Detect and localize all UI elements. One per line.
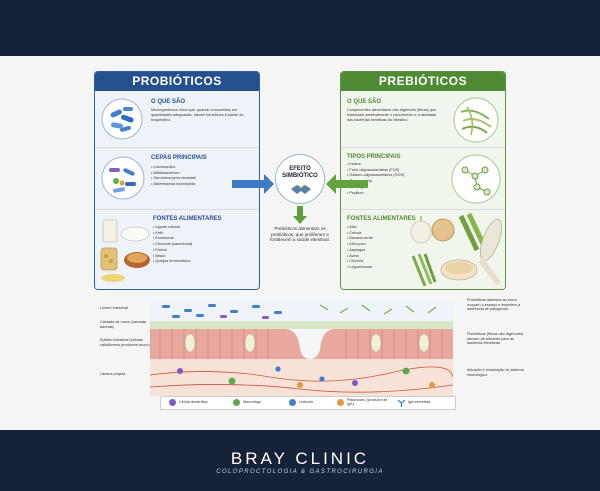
label-probiotics-adhered: Probióticos aderidos ao muco ocupam o es… [467,298,520,312]
handshake-icon [291,184,311,194]
type-item: Psyllium [347,191,404,197]
probiotics-strains-title: CEPAS PRINCIPAIS [151,155,207,161]
probiotics-foods-section: FONTES ALIMENTARES Iogurte natural Kefir… [95,210,259,289]
food-item: Banana verde [347,236,373,242]
symbiotic-title-line1: EFEITO [289,166,311,172]
bacteria-icon [101,98,143,140]
probiotics-what-text: Microrganismos vivos que, quando consumi… [151,108,244,122]
legend-dendritic: Célula dendrítica [179,400,208,404]
prebiotics-foods-list: Alho Cebola Banana verde Alho-poró Aspar… [347,225,373,271]
probiotics-strains-section: CEPAS PRINCIPAIS Lactobacillus Bifidobac… [95,148,259,210]
iga-antibody-icon [397,399,406,407]
food-item: Leguminosas [347,265,373,271]
brand-name: BRAY CLINIC [230,449,370,468]
fermented-foods-icon [100,219,150,282]
food-item: Queijos fermentados [153,259,192,265]
brand-tagline: COLOPROCTOLOGIA & GASTROCIRURGIA [216,469,384,475]
prebiotics-types-section: TIPOS PRINCIPAIS Inulina Fruto-oligossac… [341,148,505,210]
legend-macrophage: Macrófago [243,400,261,404]
type-item: Galacto-oligossacarídeos (GOS) [347,173,404,179]
food-item: Kombucha [153,236,192,242]
symbiotic-effect-description: Prebióticos alimentam os probióticos, qu… [270,226,330,243]
fiber-icon [453,97,499,143]
intestinal-wall-diagram [150,301,453,396]
probiotics-foods-list: Iogurte natural Kefir Kombucha Chucrute … [153,225,192,265]
prebiotics-panel: PREBIÓTICOS O QUE SÃO Componentes alimen… [340,71,506,290]
label-prebiotics-food: Prebióticos (fibras não digeríveis) serv… [467,332,524,346]
down-arrow-icon [293,206,307,224]
food-item: Aveia [347,254,373,260]
legend: Célula dendrítica Macrófago Linfócito Pl… [160,396,456,410]
symbiotic-effect-circle: EFEITO SIMBIÓTICO [275,154,325,204]
prebiotic-foods-icon [410,212,503,287]
probiotics-what-section: O QUE SÃO Microrganismos vivos que, quan… [95,91,259,148]
symbiotic-effect-title: EFEITO SIMBIÓTICO [276,166,324,180]
food-item: Aspargos [347,248,373,254]
label-lamina: Lâmina própria [100,372,126,376]
type-item: Fruto-oligossacarídeos (FOS) [347,168,404,174]
food-item: Iogurte natural [153,225,192,231]
footer: BRAY CLINIC COLOPROCTOLOGIA & GASTROCIRU… [0,430,600,491]
dendritic-cell-icon [169,399,176,406]
probiotics-foods-title: FONTES ALIMENTARES [153,216,222,222]
probiotics-what-title: O QUE SÃO [151,99,186,105]
strain-item: Bifidobacterium [151,171,196,177]
prebiotics-title: PREBIÓTICOS [341,72,505,91]
macrophage-icon [233,399,240,406]
lymphocyte-icon [289,399,296,406]
top-band [0,0,600,56]
strain-item: Lactobacillus [151,165,196,171]
prebiotics-foods-section: FONTES ALIMENTARES Alho Cebola Banana ve… [341,210,505,289]
food-item: Alho [347,225,373,231]
food-item: Cebola [347,231,373,237]
label-epithelium: Epitélio intestinal (células caliciforme… [100,338,150,347]
legend-plasmocyte: Plasmócito (produtor de IgA) [347,398,388,407]
legend-lymphocyte: Linfócito [299,400,314,404]
strain-item: Saccharomyces boulardii [151,176,195,182]
strains-icon [101,156,145,200]
symbiotic-arrows [232,174,368,194]
strain-item: Akkermansia muciniphila [151,182,196,188]
prebiotics-what-section: O QUE SÃO Componentes alimentares não di… [341,91,505,148]
food-item: Chucrute (sauerkraut) [153,242,192,248]
symbiotic-title-line2: SIMBIÓTICO [282,173,318,179]
food-item: Kimchi [153,248,192,254]
infographic: PROBIÓTICOS O QUE SÃO Microrganismos viv… [0,56,600,430]
food-item: Kefir [153,231,192,237]
molecule-icon [451,154,501,204]
food-item: Missô [153,254,192,260]
label-lumen: Lúmen intestinal [100,306,128,310]
prebiotics-types-title: TIPOS PRINCIPAIS [347,154,401,160]
label-mucus: Camada de muco (camada aderida) [100,320,146,329]
prebiotics-what-text: Componentes alimentares não digeríveis (… [347,108,437,122]
prebiotics-what-title: O QUE SÃO [347,99,382,105]
probiotics-panel: PROBIÓTICOS O QUE SÃO Microrganismos viv… [94,71,260,290]
type-item: Inulina [347,162,404,168]
food-item: Alho-poró [347,242,373,248]
probiotics-title: PROBIÓTICOS [95,72,259,91]
food-item: Chicória [347,259,373,265]
prebiotics-foods-title: FONTES ALIMENTARES [347,216,416,222]
label-immune-activation: Ativação e modulação do sistema imunológ… [467,368,524,377]
plasmocyte-icon [337,399,344,406]
probiotics-strains-list: Lactobacillus Bifidobacterium Saccharomy… [151,165,196,188]
legend-iga: IgA secretora [408,400,431,404]
